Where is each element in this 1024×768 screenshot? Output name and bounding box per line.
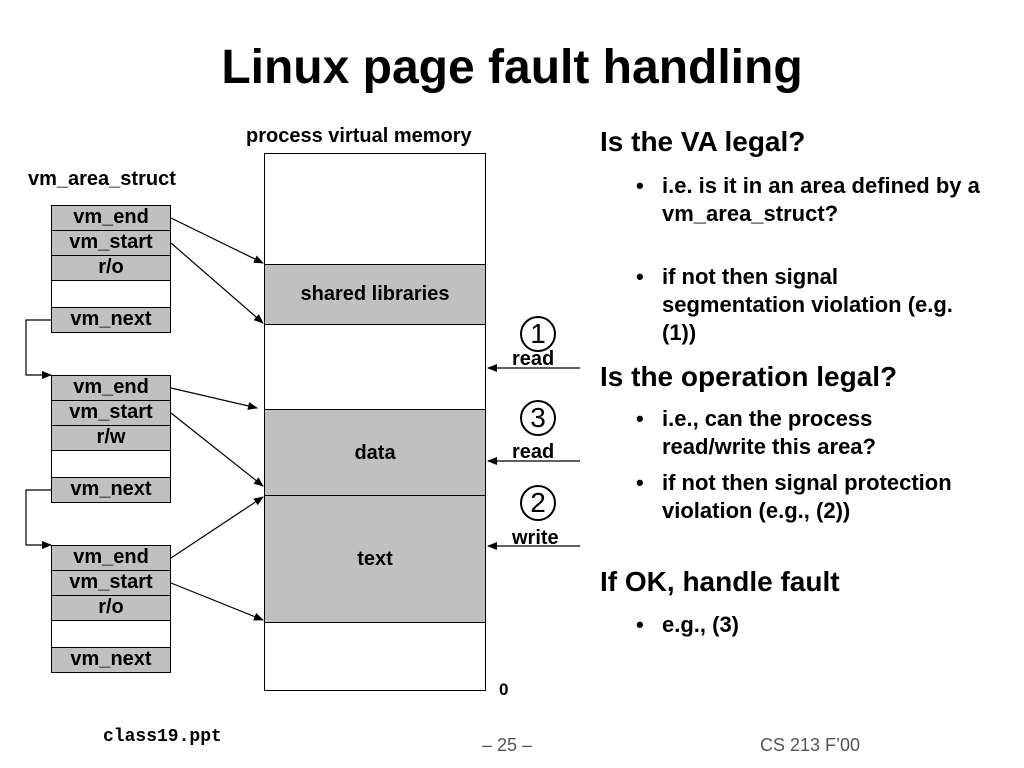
struct-label: vm_area_struct	[28, 168, 176, 190]
note-bullet-3: • i.e., can the process read/write this …	[636, 405, 976, 461]
memory-top-unmapped	[264, 153, 486, 265]
struct3-empty	[51, 620, 171, 648]
vm-next-link-2	[25, 489, 52, 549]
note-heading-va-legal: Is the VA legal?	[600, 126, 806, 157]
region-text: text	[264, 495, 486, 623]
shared-libraries-label: shared libraries	[300, 283, 450, 305]
note-bullet-1: • i.e. is it in an area defined by a vm_…	[636, 172, 980, 228]
note-bullet-text: i.e., can the process read/write this ar…	[662, 406, 876, 459]
struct1-start-arrow	[170, 242, 264, 324]
footer-course: CS 213 F’00	[760, 735, 861, 755]
struct2-start-arrow	[170, 412, 264, 487]
access-1-op: read	[512, 348, 555, 370]
region-data: data	[264, 409, 486, 496]
struct1-empty	[51, 280, 171, 308]
note-bullet-4: • if not then signal protection violatio…	[636, 469, 976, 553]
bullet-dot: •	[636, 470, 644, 495]
struct1-perm: r/o	[51, 255, 171, 281]
bullet-dot: •	[636, 264, 644, 289]
text-label: text	[357, 548, 393, 570]
region-shared-libraries: shared libraries	[264, 264, 486, 325]
struct1-end-arrow	[170, 217, 264, 264]
note-bullet-text: e.g., (3)	[662, 612, 740, 637]
struct3-vm-end: vm_end	[51, 545, 171, 571]
slide-title: Linux page fault handling	[221, 41, 803, 94]
struct3-start-arrow	[170, 582, 264, 621]
footer-filename: class19.ppt	[103, 727, 222, 747]
struct1-vm-next: vm_next	[51, 307, 171, 333]
note-heading-operation-legal: Is the operation legal?	[600, 361, 898, 392]
struct2-vm-end: vm_end	[51, 375, 171, 401]
struct3-vm-start: vm_start	[51, 570, 171, 596]
struct1-vm-start: vm_start	[51, 230, 171, 256]
struct3-end-arrow	[170, 496, 264, 559]
access-3-number: 3	[520, 400, 556, 436]
bullet-dot: •	[636, 406, 644, 431]
note-bullet-text: if not then signal segmentation violatio…	[662, 264, 953, 345]
footer-page-number: – 25 –	[482, 735, 533, 755]
struct3-vm-next: vm_next	[51, 647, 171, 673]
address-zero-label: 0	[499, 680, 509, 699]
access-3-op: read	[512, 441, 555, 463]
access-2-op: write	[512, 527, 559, 549]
struct3-perm: r/o	[51, 595, 171, 621]
bullet-dot: •	[636, 173, 644, 198]
access-2-number: 2	[520, 485, 556, 521]
struct2-end-arrow	[170, 387, 258, 410]
data-label: data	[354, 442, 396, 464]
struct2-vm-start: vm_start	[51, 400, 171, 426]
note-bullet-2: • if not then signal segmentation violat…	[636, 263, 976, 347]
vm-next-link-1	[25, 319, 52, 379]
memory-gap	[264, 324, 486, 410]
memory-label: process virtual memory	[246, 125, 472, 147]
note-bullet-text: if not then signal protection violation …	[662, 470, 952, 523]
struct2-vm-next: vm_next	[51, 477, 171, 503]
note-heading-handle-fault: If OK, handle fault	[600, 566, 840, 597]
memory-bottom-unmapped	[264, 622, 486, 691]
note-bullet-5: • e.g., (3)	[636, 611, 976, 639]
access-1-number: 1	[520, 316, 556, 352]
note-bullet-text: i.e. is it in an area defined by a vm_ar…	[662, 173, 980, 226]
bullet-dot: •	[636, 612, 644, 637]
